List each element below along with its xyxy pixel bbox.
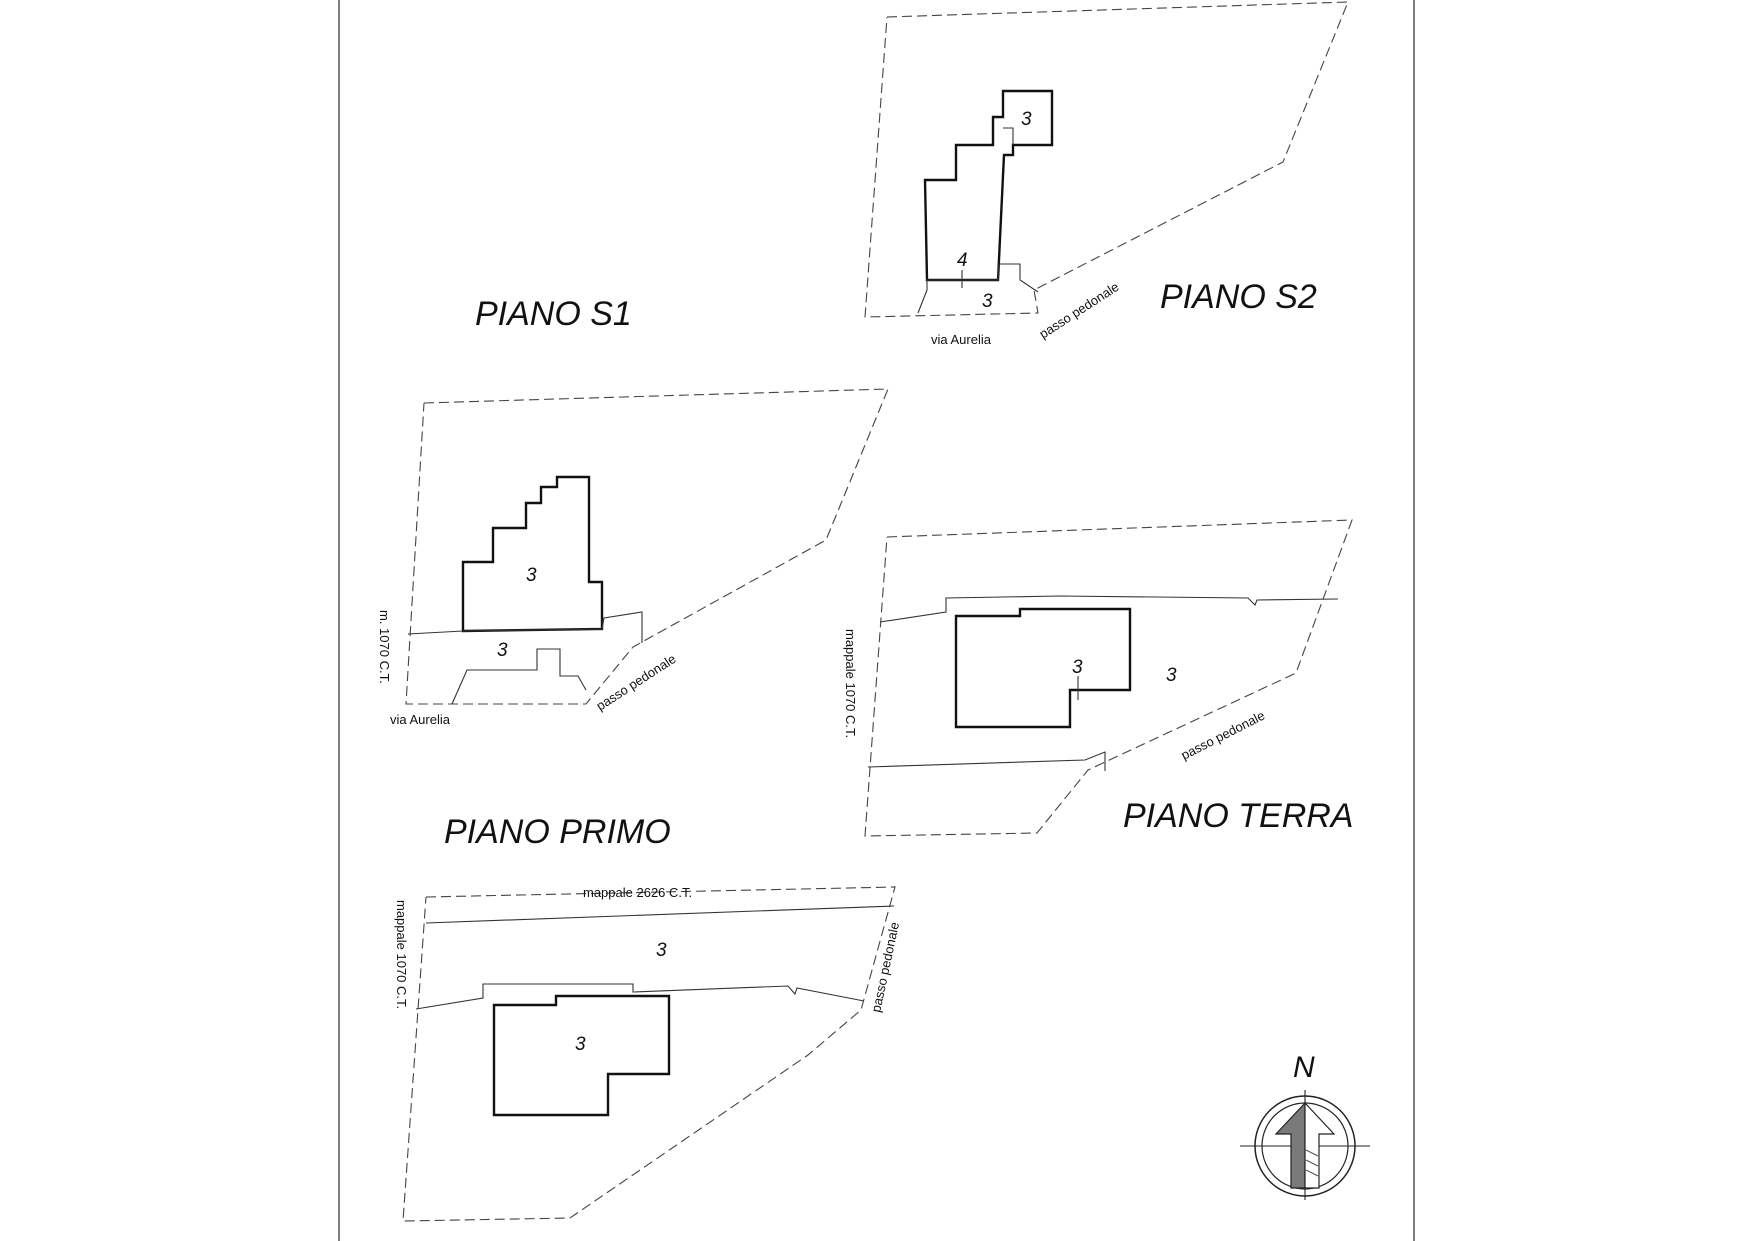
unit-number: 3 <box>982 291 993 312</box>
lot-boundary <box>405 388 889 705</box>
parcel-label: mappale 1070 C.T. <box>843 629 858 738</box>
unit-number: 3 <box>575 1034 586 1055</box>
unit-number: 3 <box>1021 109 1032 130</box>
road-label: via Aurelia <box>931 332 992 347</box>
unit-number: 3 <box>526 565 537 586</box>
north-arrow-icon: N <box>1240 1051 1370 1200</box>
parcel-label: mappale 1070 C.T. <box>394 900 409 1009</box>
unit-number: 4 <box>957 250 968 271</box>
building-outline <box>923 89 1054 282</box>
title-piano-terra: PIANO TERRA <box>1123 797 1353 835</box>
title-piano-s2: PIANO S2 <box>1160 278 1317 316</box>
title-piano-primo: PIANO PRIMO <box>444 813 671 851</box>
plan-piano-terra: 3 3 passo pedonale mappale 1070 C.T. <box>843 519 1353 837</box>
ground-annex-outline <box>917 127 1039 314</box>
lower-strip-outline <box>407 611 643 705</box>
north-letter: N <box>1293 1051 1315 1084</box>
pedestrian-path-label: passo pedonale <box>593 651 678 714</box>
lot-boundary <box>864 1 1349 318</box>
lot-boundary <box>402 886 896 1222</box>
parcel-label: m. 1070 C.T. <box>377 610 392 684</box>
north-boundary-line <box>425 905 895 924</box>
building-outline <box>492 994 671 1117</box>
building-outline <box>461 475 604 633</box>
terrace-outline <box>879 595 1339 623</box>
parcel-label-north: mappale 2626 C.T. <box>583 885 692 900</box>
pedestrian-path-label: passo pedonale <box>1179 708 1268 763</box>
unit-number: 3 <box>656 940 667 961</box>
building-outline <box>954 607 1132 729</box>
plan-bottom: 3 3 mappale 2626 C.T. passo pedonale map… <box>394 885 902 1222</box>
unit-number: 3 <box>1072 657 1083 678</box>
pedestrian-path-label: passo pedonale <box>868 921 902 1014</box>
road-label: via Aurelia <box>390 712 451 727</box>
unit-number: 3 <box>1166 665 1177 686</box>
lot-boundary <box>864 519 1353 837</box>
lower-strip-outline <box>867 751 1106 771</box>
plan-piano-primo: 3 3 via Aurelia passo pedonale m. 1070 C… <box>377 388 889 727</box>
terrace-outline <box>415 983 865 1010</box>
title-piano-s1: PIANO S1 <box>475 295 632 333</box>
pedestrian-path-label: passo pedonale <box>1036 279 1121 342</box>
unit-number: 3 <box>497 640 508 661</box>
